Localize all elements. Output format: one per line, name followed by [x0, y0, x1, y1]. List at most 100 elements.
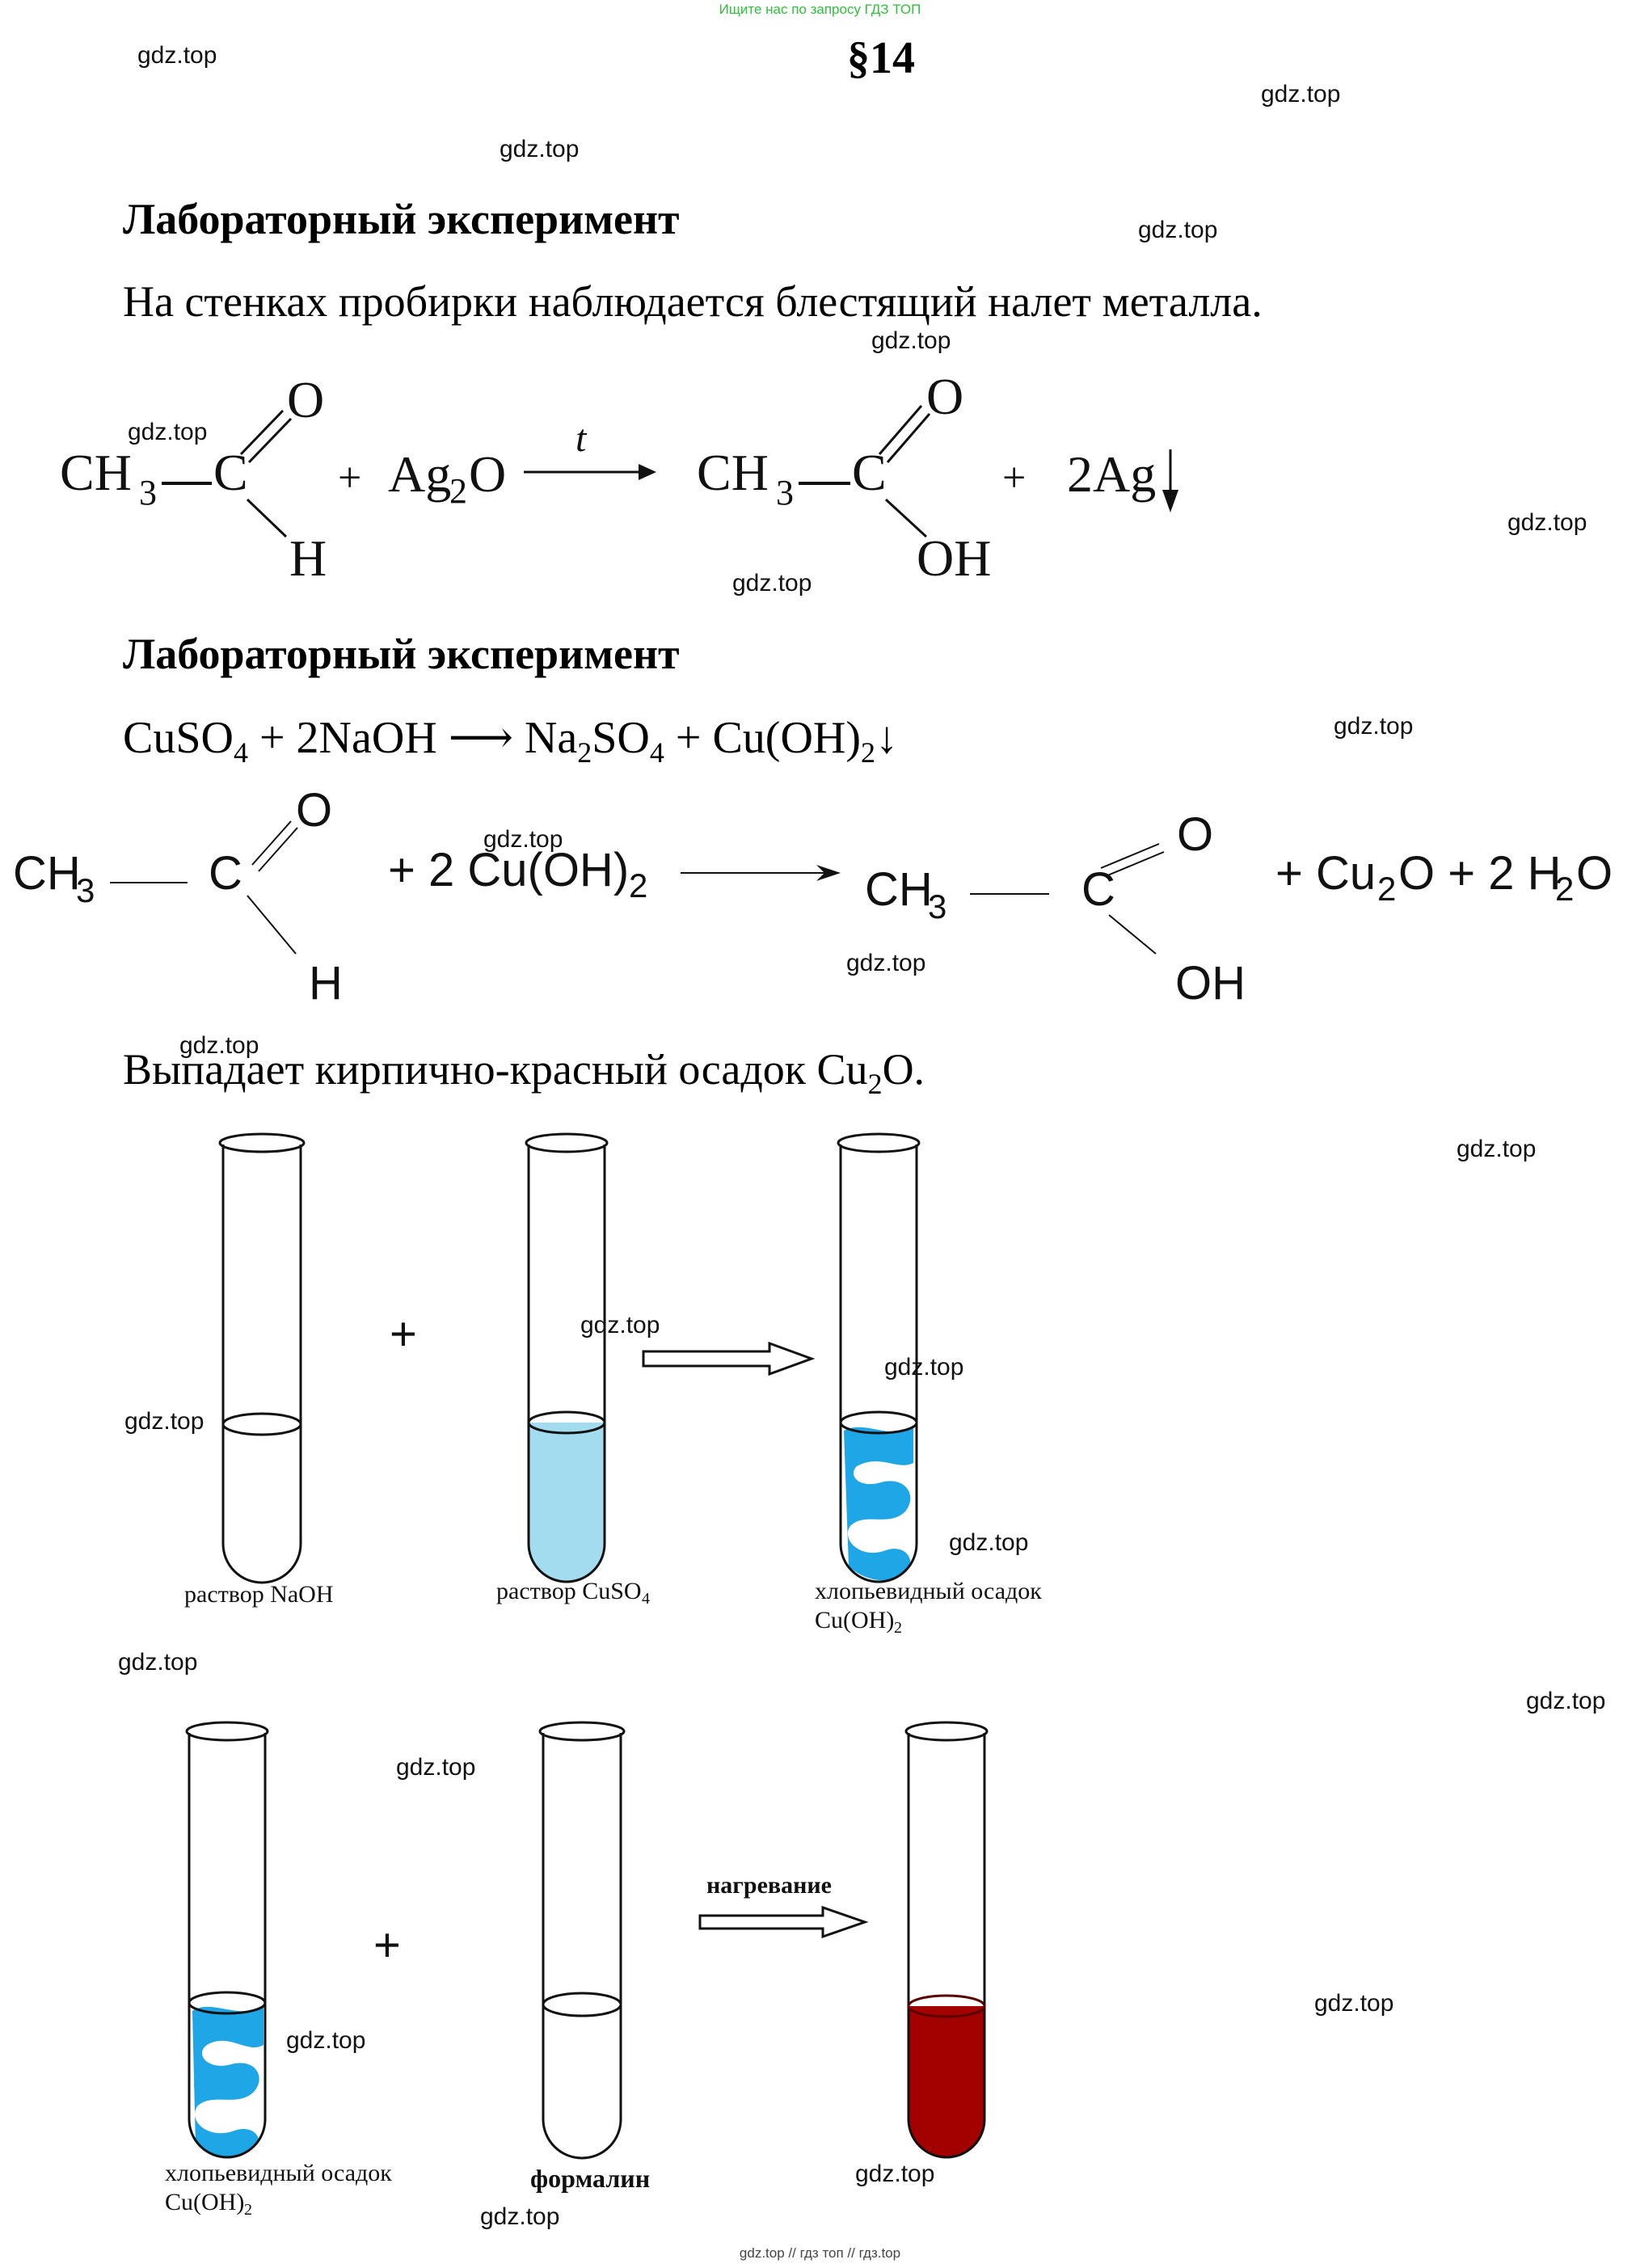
subscript-3: 3	[76, 871, 95, 909]
subscript-2: 2	[1555, 870, 1574, 908]
carbon-label: C	[209, 847, 242, 900]
hollow-arrow	[642, 1341, 816, 1376]
product-cu2o-water: + Cu	[1275, 847, 1376, 900]
watermark: gdz.top	[1526, 1688, 1606, 1714]
caption-precipitate-formula: Cu(OH)	[815, 1607, 894, 1634]
copper-hydroxide-reagent: + 2 Cu(OH)	[388, 844, 629, 896]
oxygen-label: O	[296, 784, 332, 837]
single-bond	[884, 498, 928, 538]
test-tube-naoh	[218, 1132, 306, 1584]
caption-precipitate: хлопьевидный осадок	[815, 1578, 1042, 1604]
subscript-2: 2	[629, 866, 647, 904]
plus-sign: +	[390, 1308, 417, 1360]
ch3-label: CH	[60, 444, 132, 501]
watermark: gdz.top	[949, 1529, 1029, 1556]
arrow-head	[1162, 490, 1178, 512]
oxygen-label: O	[926, 372, 963, 425]
carbon-label: C	[1081, 863, 1115, 916]
single-bond	[247, 895, 297, 955]
double-bond-line	[1105, 851, 1165, 877]
subscript-2: 2	[449, 471, 467, 511]
double-bond-line	[247, 417, 293, 464]
footer-links: gdz.top // гдз топ // гдз.top	[739, 2245, 901, 2261]
copper-oxidation-reaction: CH 3 C O H + 2 Cu(OH) 2 CH 3 C O OH + Cu…	[13, 784, 1613, 1010]
heating-label: нагревание	[706, 1872, 832, 1899]
arrow-head	[639, 464, 656, 480]
watermark: gdz.top	[1334, 713, 1414, 740]
ch3-label: CH	[697, 444, 769, 501]
ag2o-label: Ag	[388, 445, 451, 503]
figure-formalin-heating: + нагревание хлопьевидный осадок Cu(OH) …	[165, 1721, 989, 2219]
subscript-2: 2	[1377, 870, 1396, 908]
watermark: gdz.top	[732, 570, 812, 597]
caption-naoh: раствор NaOH	[184, 1581, 334, 1608]
hydrogen-label: H	[309, 957, 343, 1010]
figure-copper-hydroxide-preparation: + раствор NaOH раствор CuSO 4 хлопьеви	[184, 1132, 1042, 1637]
arrow-head	[816, 865, 841, 881]
double-bond-line	[878, 405, 923, 455]
double-bond-line	[251, 820, 292, 866]
ch3-label: CH	[865, 863, 933, 916]
watermark: gdz.top	[179, 1032, 259, 1059]
watermark: gdz.top	[286, 2027, 366, 2054]
watermark: gdz.top	[396, 1754, 476, 1781]
observation-red-precipitate: Выпадает кирпично-красный осадок Cu2O.	[123, 1045, 925, 1100]
watermark: gdz.top	[1314, 1990, 1394, 2017]
caption-subscript: 2	[894, 1619, 902, 1637]
oxygen-label: O	[1177, 808, 1213, 861]
watermark: gdz.top	[1261, 81, 1341, 107]
caption-subscript: 2	[244, 2201, 252, 2219]
double-bond-line	[258, 827, 298, 872]
double-bond-line	[886, 413, 931, 463]
single-bond	[1108, 914, 1157, 955]
paragraph-number: §14	[847, 33, 915, 83]
watermark: gdz.top	[884, 1354, 964, 1381]
caption-cuso4: раствор CuSO	[496, 1578, 642, 1604]
single-bond	[246, 498, 288, 538]
silver-mirror-reaction: CH 3 C O H + Ag 2 O t CH 3 C O OH + 2Ag	[60, 372, 1178, 587]
hydrogen-label: H	[289, 529, 327, 587]
subscript-3: 3	[776, 473, 794, 512]
watermark: gdz.top	[1507, 509, 1587, 536]
ch3-label: CH	[13, 847, 81, 900]
test-tube-precipitate	[185, 1721, 269, 2159]
section-heading-1: Лабораторный эксперимент	[123, 195, 680, 243]
hydroxyl-label: OH	[1175, 957, 1246, 1010]
subscript-3: 3	[139, 473, 157, 512]
plus-sign: +	[1002, 455, 1026, 501]
test-tube-precipitate	[837, 1132, 921, 1583]
watermark: gdz.top	[1457, 1136, 1537, 1162]
watermark: gdz.top	[855, 2161, 935, 2187]
product-cu2o-water: O	[1576, 847, 1613, 900]
watermark: gdz.top	[480, 2203, 560, 2230]
section-heading-2: Лабораторный эксперимент	[123, 630, 680, 678]
watermark: gdz.top	[1138, 217, 1218, 243]
oxygen-label: O	[287, 372, 324, 428]
test-tube-cu2o	[904, 1721, 989, 2159]
watermark: gdz.top	[137, 42, 217, 69]
watermark: gdz.top	[871, 327, 951, 354]
watermark: gdz.top	[500, 136, 580, 162]
ag2o-label: O	[469, 445, 506, 503]
watermark: gdz.top	[128, 419, 208, 445]
watermark: gdz.top	[118, 1649, 198, 1676]
plus-sign: +	[373, 1919, 401, 1971]
caption-precipitate-formula: Cu(OH)	[165, 2189, 244, 2215]
double-bond-line	[239, 409, 285, 456]
watermark: gdz.top	[124, 1408, 204, 1435]
hydroxyl-label: OH	[917, 529, 991, 587]
watermark: gdz.top	[846, 950, 926, 976]
copper-hydroxide-equation: CuSO4 + 2NaOH ⟶ Na2SO4 + Cu(OH)2↓	[123, 713, 898, 769]
condition-temperature: t	[575, 417, 588, 460]
caption-formalin: формалин	[530, 2164, 650, 2193]
observation-silver-mirror: На стенках пробирки наблюдается блестящи…	[123, 277, 1263, 326]
hollow-arrow	[698, 1905, 869, 1939]
test-tube-formalin	[538, 1721, 626, 2160]
double-bond-line	[1100, 843, 1160, 869]
watermark: gdz.top	[483, 826, 563, 853]
product-cu2o-water: O + 2 H	[1398, 847, 1561, 900]
test-tube-cuso4	[525, 1132, 609, 1583]
caption-subscript: 4	[642, 1590, 650, 1608]
top-banner: Ищите нас по запросу ГДЗ ТОП	[719, 2, 921, 17]
subscript-3: 3	[928, 887, 946, 925]
